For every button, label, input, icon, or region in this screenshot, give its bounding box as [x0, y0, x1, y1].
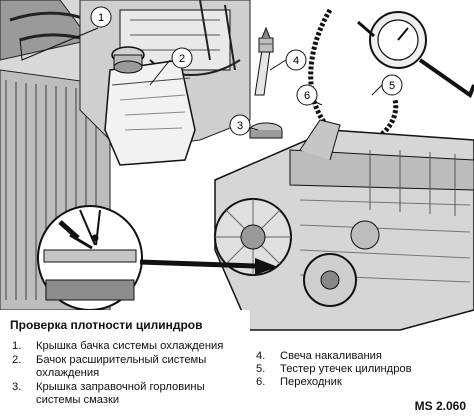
legend-item-2: 2. Бачок расширительный системы охлажден…	[12, 354, 242, 380]
legend-text: Крышка бачка системы охлаждения	[36, 340, 224, 352]
callout-3: 3	[229, 114, 251, 136]
svg-text:5: 5	[389, 80, 395, 92]
expansion-tank	[104, 46, 196, 166]
svg-text:4: 4	[293, 55, 299, 67]
glow-plug	[254, 26, 274, 96]
callout-2: 2	[171, 47, 193, 69]
legend-item-4: 4. Свеча накаливания	[256, 350, 456, 363]
callout-markers: 1 2 3 4 5 6	[90, 6, 403, 136]
pointer-arrowhead	[255, 258, 278, 275]
legend-item-1: 1. Крышка бачка системы охлаждения	[12, 340, 242, 353]
legend-item-5: 5. Тестер утечек цилиндров	[256, 363, 456, 376]
legend-number: 6.	[256, 376, 266, 388]
legend-item-6: 6. Переходник	[256, 376, 456, 389]
legend-text: Свеча накаливания	[280, 350, 382, 362]
callout-5: 5	[381, 74, 403, 96]
legend-text: Тестер утечек цилиндров	[280, 363, 412, 375]
legend-number: 2.	[12, 354, 22, 366]
legend-text: Крышка заправочной горловины системы сма…	[36, 381, 205, 406]
legend-text: Переходник	[280, 376, 342, 388]
callout-4: 4	[285, 49, 307, 71]
legend-number: 4.	[256, 350, 266, 362]
caption-backdrop	[0, 310, 474, 419]
svg-text:3: 3	[237, 120, 243, 132]
legend-number: 5.	[256, 363, 266, 375]
legend-right: 4. Свеча накаливания 5. Тестер утечек ци…	[256, 350, 456, 389]
legend-number: 1.	[12, 340, 22, 352]
legend-text: Бачок расширительный системы охлаждения	[36, 354, 207, 379]
svg-text:2: 2	[179, 53, 185, 65]
legend-item-3: 3. Крышка заправочной горловины системы …	[12, 381, 242, 407]
legend-number: 3.	[12, 381, 22, 393]
svg-text:1: 1	[98, 12, 104, 24]
svg-text:6: 6	[304, 90, 310, 102]
figure-code: MS 2.060	[414, 399, 466, 413]
engine-block	[214, 119, 474, 331]
callout-1: 1	[90, 6, 112, 28]
oil-filler-cap	[249, 122, 283, 139]
legend-left: 1. Крышка бачка системы охлаждения 2. Ба…	[12, 340, 242, 408]
callout-6: 6	[296, 84, 318, 106]
caption-title: Проверка плотности цилиндров	[10, 318, 203, 332]
cylinder-detail-inset	[37, 205, 143, 311]
pointer-arrow	[139, 259, 256, 269]
